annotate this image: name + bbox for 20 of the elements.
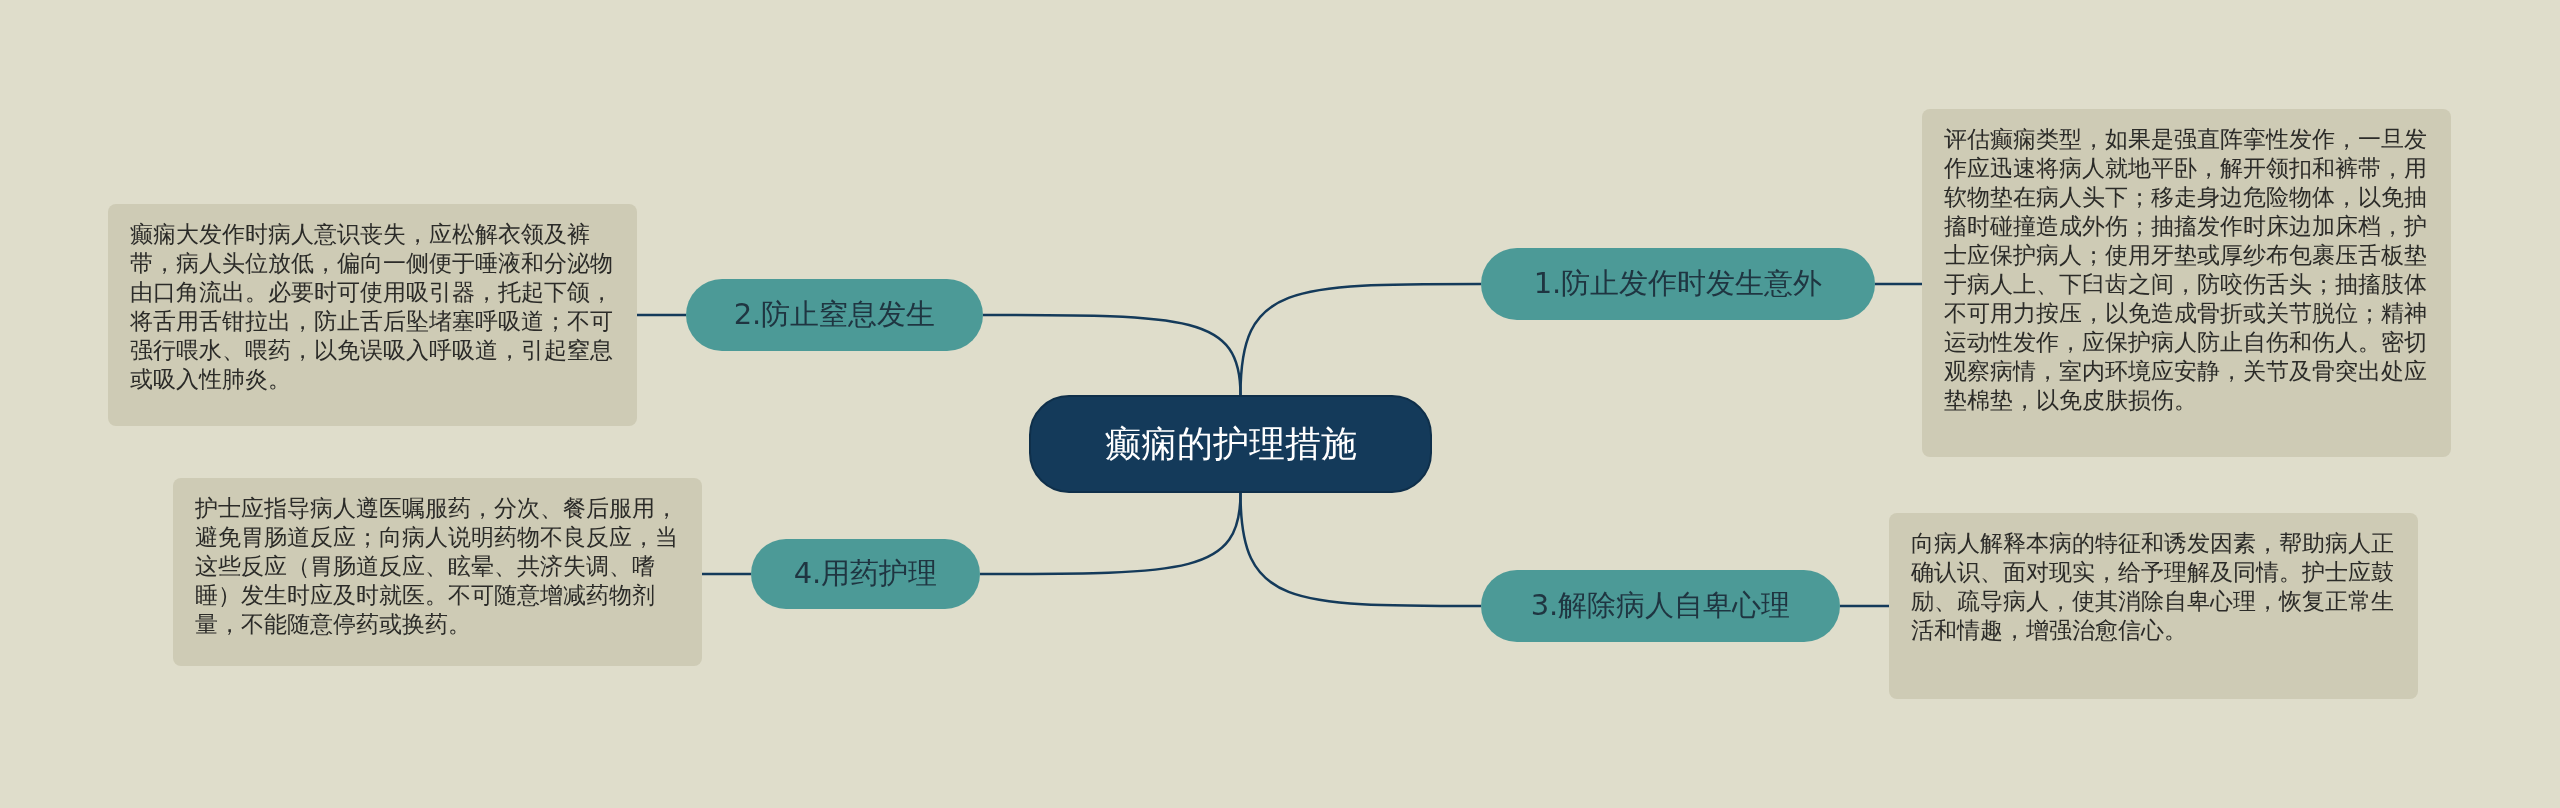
branch-topic-text: 1.防止发作时发生意外: [1533, 265, 1823, 302]
connector-line: [702, 572, 751, 576]
note-card: [1922, 109, 2451, 457]
branch-topic-text: 2.防止窒息发生: [733, 296, 936, 333]
note-card: [1889, 513, 2418, 699]
branch-topic-text: 4.用药护理: [793, 555, 938, 592]
note-card: [108, 204, 637, 426]
note-card: [173, 478, 702, 666]
central-topic-text: 癫痫的护理措施: [1104, 421, 1357, 466]
connector-line: [980, 492, 1242, 576]
note-text: 癫痫大发作时病人意识丧失，应松解衣领及裤带，病人头位放低，偏向一侧便于唾液和分泌物由口角流出。必要时可使用吸引器，托起下颌，将舌用舌钳拉出，防止舌后坠堵塞呼吸道；不可强行喂水、喂药，以免误吸入呼吸道，引起窒息或吸入性肺炎。: [130, 221, 613, 392]
note-text: 评估癫痫类型，如果是强直阵挛性发作，一旦发作应迅速将病人就地平卧，解开领扣和裤带，用软物垫在病人头下；移走身边危险物体，以免抽搐时碰撞造成外伤；抽搐发作时床边加床档，护士应保护病人；使用牙垫或厚纱布包裹压舌板垫于病人上、下臼齿之间，防咬伤舌头；抽搐肢体不可用力按压，以免造成骨折或关节脱位；精神运动性发作，应保护病人防止自伤和伤人。密切观察病情，室内环境应安静，关节及骨突出处应垫棉垫，以免皮肤损伤。: [1944, 126, 2427, 413]
connector-line: [1875, 282, 1922, 286]
central-topic: [1029, 395, 1432, 493]
branch-topic-text: 3.解除病人自卑心理: [1530, 587, 1791, 624]
connector-line: [637, 313, 686, 317]
note-text: 向病人解释本病的特征和诱发因素，帮助病人正确认识、面对现实，给予理解及同情。护士应鼓励、疏导病人，使其消除自卑心理，恢复正常生活和情趣，增强治愈信心。: [1911, 530, 2394, 643]
note-text: 护士应指导病人遵医嘱服药，分次、餐后服用，避免胃肠道反应；向病人说明药物不良反应，当这些反应（胃肠道反应、眩晕、共济失调、嗜睡）发生时应及时就医。不可随意增减药物剂量，不能随意停药或换药。: [195, 495, 678, 637]
connector-line: [983, 313, 1242, 396]
connector-line: [1840, 604, 1889, 608]
